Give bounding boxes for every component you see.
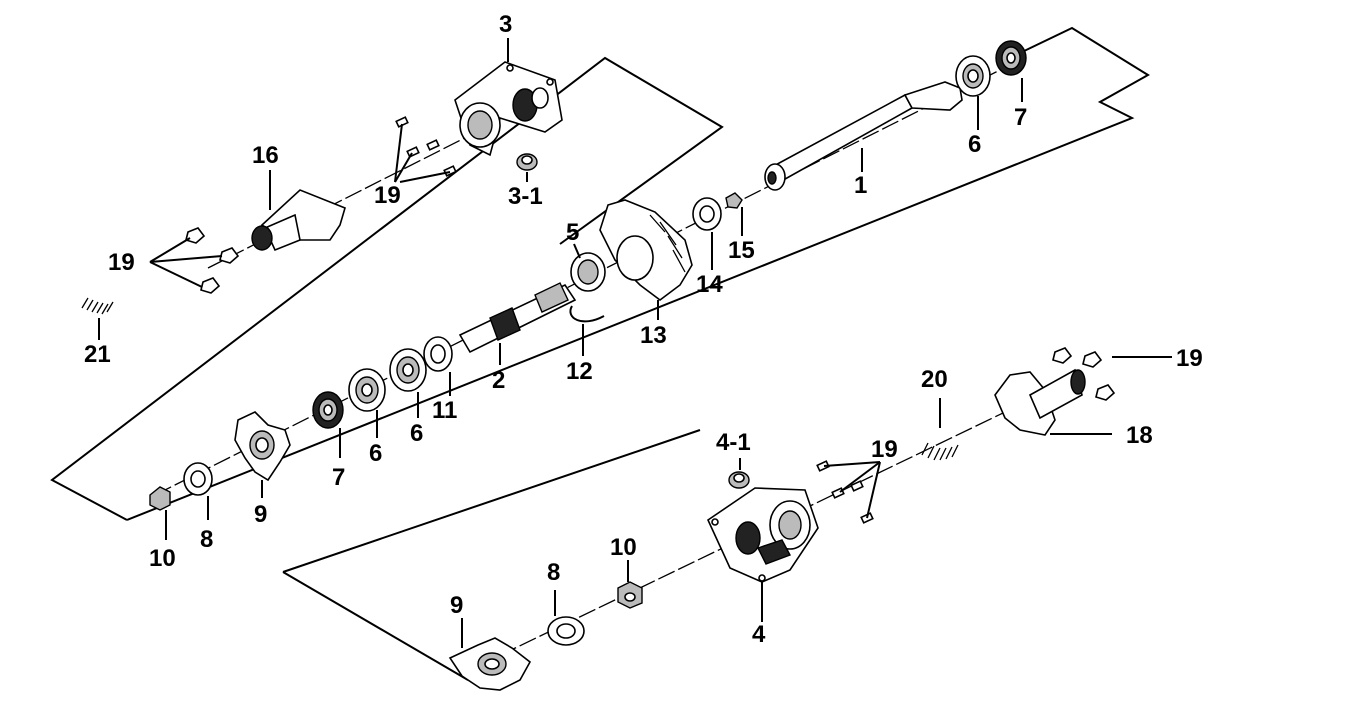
label-19-lower: 19 xyxy=(871,436,898,463)
washer-8-upper xyxy=(183,462,213,496)
label-14: 14 xyxy=(696,271,723,298)
label-18: 18 xyxy=(1126,422,1153,449)
label-16: 16 xyxy=(252,142,279,169)
pinion-bearing xyxy=(570,252,606,292)
bearing-top xyxy=(955,55,991,97)
bearing-middle-left xyxy=(348,368,386,412)
bolts-right-group xyxy=(1052,347,1116,401)
label-10-lower: 10 xyxy=(610,534,637,561)
label-12: 12 xyxy=(566,358,593,385)
label-19-upper: 19 xyxy=(374,182,401,209)
upper-housing xyxy=(454,61,563,157)
label-9-lower: 9 xyxy=(450,592,463,619)
label-15: 15 xyxy=(728,237,755,264)
lower-housing-bolts xyxy=(816,460,874,524)
washer-11 xyxy=(423,336,453,372)
label-20: 20 xyxy=(921,366,948,393)
label-8-upper: 8 xyxy=(200,526,213,553)
label-3: 3 xyxy=(499,11,512,38)
label-11: 11 xyxy=(432,397,457,424)
rear-yoke xyxy=(994,368,1086,436)
circlip xyxy=(569,305,605,323)
nut-10-lower xyxy=(617,581,643,609)
oil-seal-middle xyxy=(312,391,344,429)
leader-lines xyxy=(98,38,1172,648)
breather-cap-upper xyxy=(516,153,538,171)
spring-20 xyxy=(921,442,959,461)
label-21: 21 xyxy=(84,341,111,368)
oil-seal-top xyxy=(995,40,1027,76)
nut-10-upper xyxy=(149,486,171,511)
label-3-1: 3-1 xyxy=(508,183,543,210)
drive-flange-lower xyxy=(448,637,532,691)
upper-assembly-outline xyxy=(50,56,724,521)
label-4: 4 xyxy=(752,621,766,648)
nut-15 xyxy=(725,192,743,209)
lower-assembly-outline-top xyxy=(282,429,701,573)
washer-8-lower xyxy=(547,616,585,646)
label-13: 13 xyxy=(640,322,667,349)
drive-flange-upper xyxy=(234,411,291,482)
label-6-top: 6 xyxy=(968,131,981,158)
bearing-middle-right xyxy=(389,348,427,392)
label-8-lower: 8 xyxy=(547,559,560,586)
label-7-mid: 7 xyxy=(332,464,345,491)
washer-14 xyxy=(692,197,722,231)
label-4-1: 4-1 xyxy=(716,429,751,456)
label-6-mid-right: 6 xyxy=(410,420,423,447)
output-yoke xyxy=(251,189,346,252)
label-7-top: 7 xyxy=(1014,104,1027,131)
ring-gear xyxy=(599,199,693,301)
lower-housing xyxy=(706,487,819,583)
spring-21 xyxy=(81,297,114,315)
bolts-left-group xyxy=(185,227,240,294)
label-9-upper: 9 xyxy=(254,501,267,528)
label-10-upper: 10 xyxy=(149,545,176,572)
label-19-right: 19 xyxy=(1176,345,1203,372)
label-2: 2 xyxy=(492,367,505,394)
upper-assembly-outline-right xyxy=(126,26,1150,521)
label-19-left: 19 xyxy=(108,249,135,276)
label-5: 5 xyxy=(566,219,579,246)
lower-assembly-outline xyxy=(282,571,469,681)
drive-shaft xyxy=(764,81,963,191)
breather-cap-lower xyxy=(728,471,750,489)
pinion-shaft xyxy=(458,282,577,354)
label-1: 1 xyxy=(854,172,867,199)
label-6-mid-left: 6 xyxy=(369,440,382,467)
